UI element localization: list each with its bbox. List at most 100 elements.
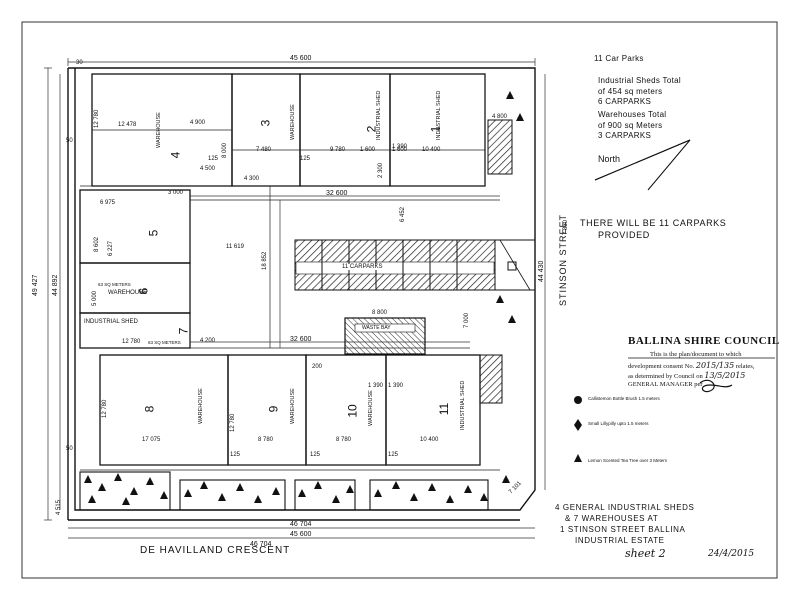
- unit-7-use: INDUSTRIAL SHED: [84, 319, 138, 325]
- unit-4-number: 4: [168, 151, 183, 159]
- dim-u2-b: 1 600: [360, 147, 376, 153]
- unit-9-use: WAREHOUSE: [290, 388, 296, 424]
- dim-u8-depth: 12 780: [102, 399, 108, 418]
- dim-u11-b: 1 390: [392, 144, 408, 150]
- dim-u4-c: 4 500: [200, 166, 216, 172]
- tree-symbol: [346, 485, 354, 493]
- signature-mark: [699, 379, 733, 393]
- tree-symbol: [446, 495, 454, 503]
- dim-u9-depth: 12 780: [230, 413, 236, 432]
- dim-u1-c: 4 800: [492, 114, 508, 120]
- unit-5-number: 5: [146, 229, 161, 237]
- dim-u11-width: 10 400: [420, 437, 439, 443]
- dim-carpark-length: 8 800: [372, 310, 388, 316]
- tree-symbol: [184, 489, 192, 497]
- sheet-border: [21, 21, 778, 579]
- legend-bottlebrush-icon: [574, 396, 582, 404]
- dim-front-setback: 4 515: [56, 499, 62, 515]
- unit-10-use: WAREHOUSE: [368, 390, 374, 426]
- note-sheds-parks: 6 CARPARKS: [598, 97, 652, 106]
- tree-symbol: [516, 113, 524, 121]
- dim-small-e: 2 300: [378, 162, 384, 178]
- council-line-3: as determined by Council on 13/5/2015: [628, 371, 746, 380]
- dim-court-width: 11 619: [226, 244, 244, 250]
- dim-stinson-depth: 44 430: [538, 260, 545, 282]
- dimension-lines: [44, 58, 546, 539]
- dim-u5-c: 6 227: [108, 240, 114, 256]
- driveway-entry: [494, 239, 536, 291]
- carparks-note-2: PROVIDED: [598, 230, 650, 240]
- dim-small-a3: 125: [230, 452, 241, 458]
- tree-symbol: [146, 477, 154, 485]
- north-arrow: [594, 139, 691, 191]
- dim-small-d: 30: [76, 60, 83, 66]
- title-line-1: 4 GENERAL INDUSTRIAL SHEDS: [555, 503, 695, 512]
- tree-symbol: [392, 481, 400, 489]
- dim-site-depth: 49 427: [32, 274, 39, 296]
- dim-site-width-bottom: 45 600: [290, 531, 312, 538]
- waste-bay-label: WASTE BAY: [362, 325, 391, 331]
- dim-u3-width: 7 480: [256, 147, 272, 153]
- unit-7-number: 7: [176, 327, 191, 335]
- drawing-date: 24/4/2015: [708, 549, 755, 559]
- note-warehouses-parks: 3 CARPARKS: [598, 131, 652, 140]
- dim-court-depth-b: 6 452: [400, 206, 406, 222]
- tree-symbol: [508, 315, 516, 323]
- dim-u5-b: 8 602: [94, 236, 100, 252]
- unit-6-use: WAREHOUSE: [108, 290, 148, 296]
- dim-u4-a: 4 900: [190, 120, 206, 126]
- unit-8-number: 8: [142, 405, 157, 413]
- tree-symbol: [374, 489, 382, 497]
- landscape-trees: [84, 91, 524, 505]
- unit-8-use: WAREHOUSE: [198, 388, 204, 424]
- dim-7000: 7 000: [464, 312, 470, 328]
- dim-u2-width: 9 780: [330, 147, 346, 153]
- council-line-2: development consent No. 2015/135 relates…: [628, 361, 755, 370]
- dim-small-b1: 50: [66, 138, 73, 144]
- note-warehouses-total: Warehouses Total: [598, 110, 667, 119]
- dim-u6-depth: 5 000: [92, 290, 98, 306]
- dim-drive-width-a: 32 600: [326, 190, 348, 197]
- dim-small-a1: 125: [208, 156, 219, 162]
- note-sheds-area: of 454 sq meters: [598, 87, 663, 96]
- tree-symbol: [98, 483, 106, 491]
- tree-symbol: [332, 495, 340, 503]
- dim-u10-a: 1 390: [368, 383, 384, 389]
- unit-11-use: INDUSTRIAL SHED: [460, 380, 466, 430]
- carparks-label: 11 CARPARKS: [340, 264, 385, 270]
- note-warehouses-area: of 900 sq Meters: [598, 121, 663, 130]
- dim-front-width-1: 46 704: [290, 521, 312, 528]
- tree-symbol: [114, 473, 122, 481]
- unit-3-use: WAREHOUSE: [290, 104, 296, 140]
- tree-symbol: [122, 497, 130, 505]
- dim-u5-width: 3 000: [168, 190, 184, 196]
- tree-symbol: [502, 475, 510, 483]
- council-line-1: This is the plan/document to which: [650, 351, 742, 358]
- note-car-parks: 11 Car Parks: [594, 54, 644, 63]
- dim-u4-width: 12 478: [118, 122, 137, 128]
- landscape-beds: [79, 471, 489, 511]
- unit-4-use: WAREHOUSE: [156, 112, 162, 148]
- unit-3-number: 3: [258, 119, 273, 127]
- bollard: [507, 261, 517, 271]
- sheet-number: sheet 2: [625, 547, 666, 560]
- unit-5-outline: [79, 189, 191, 264]
- note-sheds-total: Industrial Sheds Total: [598, 76, 681, 85]
- tree-symbol: [84, 475, 92, 483]
- dim-u9-width: 8 780: [258, 437, 274, 443]
- unit-8-outline: [99, 354, 229, 466]
- dim-drive-width-b: 32 600: [290, 336, 312, 343]
- unit-7-area: 63 SQ METERS: [148, 340, 181, 345]
- tree-symbol: [218, 493, 226, 501]
- dim-small-a2: 125: [300, 156, 311, 162]
- carparks-note-1: THERE WILL BE 11 CARPARKS: [580, 218, 727, 228]
- tree-symbol: [464, 485, 472, 493]
- dim-u5-depth: 6 975: [100, 200, 116, 206]
- title-line-3: 1 STINSON STREET BALLINA: [560, 525, 686, 534]
- tree-symbol: [200, 481, 208, 489]
- dim-small-a5: 125: [388, 452, 399, 458]
- street-de-havilland: DE HAVILLAND CRESCENT: [140, 545, 291, 556]
- dim-stinson-setback: 7 830: [563, 219, 569, 235]
- unit-6-area: 63 SQ METERS: [98, 282, 131, 287]
